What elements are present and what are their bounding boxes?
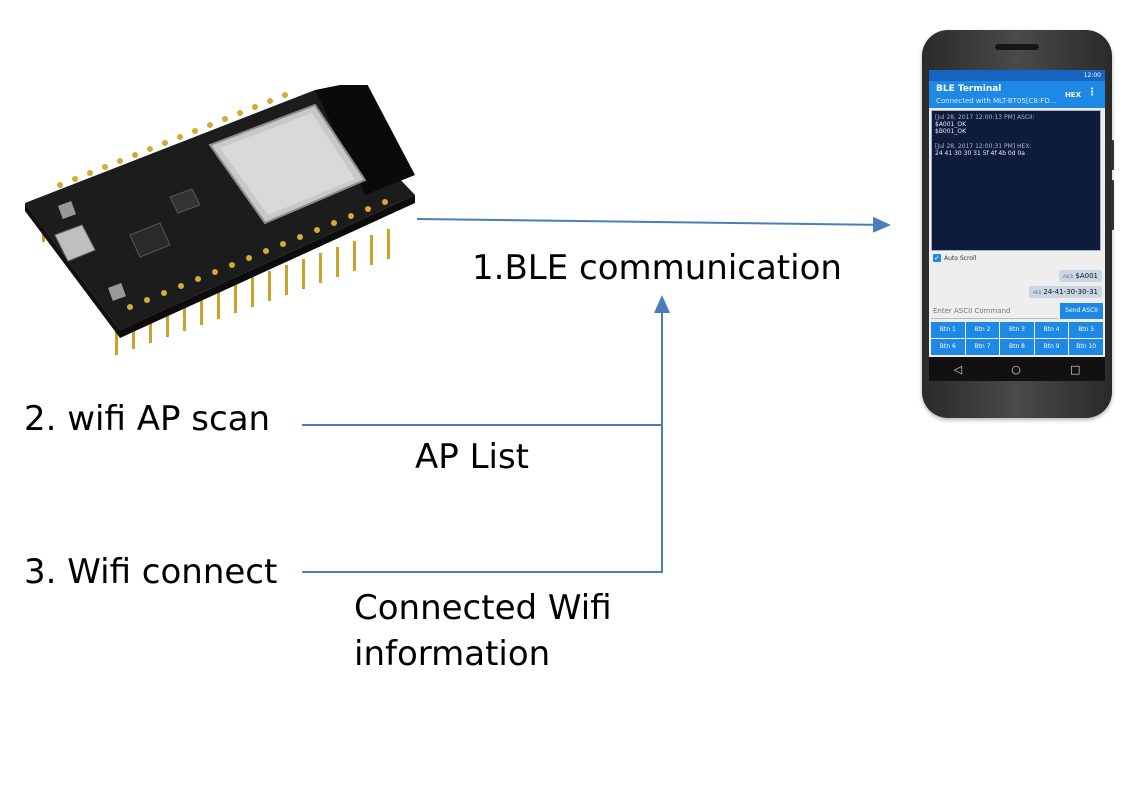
btn-10[interactable]: Btn 10 xyxy=(1069,339,1103,355)
wifi-connect-label: 3. Wifi connect xyxy=(24,552,278,592)
auto-scroll-label: Auto Scroll xyxy=(944,254,977,262)
phone-screen: 12:00 BLE Terminal Connected with MLT-BT… xyxy=(929,70,1105,381)
status-time: 12:00 xyxy=(1083,72,1101,79)
btn-6[interactable]: Btn 6 xyxy=(931,339,965,355)
connected-wifi-label-line1: Connected Wifi xyxy=(354,588,612,628)
btn-7[interactable]: Btn 7 xyxy=(965,339,1000,355)
message-type-tag: ASCII xyxy=(1062,274,1074,279)
app-bar: BLE Terminal Connected with MLT-BT05[C8:… xyxy=(929,81,1105,108)
power-key xyxy=(1111,140,1114,170)
message-type-tag: HEX xyxy=(1033,290,1042,295)
smartphone: 12:00 BLE Terminal Connected with MLT-BT… xyxy=(922,30,1114,418)
terminal-output: [Jul 28, 2017 12:00:13 PM] ASCII: $A001_… xyxy=(931,110,1101,251)
connected-wifi-label-line2: information xyxy=(354,634,551,674)
btn-2[interactable]: Btn 2 xyxy=(965,322,1000,338)
checkbox-checked-icon[interactable]: ✓ xyxy=(933,254,941,262)
more-vert-icon[interactable]: ⋮ xyxy=(1087,87,1097,98)
send-ascii-button[interactable]: Send ASCII xyxy=(1060,303,1103,319)
message-value: $A001 xyxy=(1075,272,1098,280)
command-row: Send ASCII xyxy=(931,303,1103,319)
home-icon[interactable]: ○ xyxy=(1011,362,1021,376)
btn-5[interactable]: Btn 5 xyxy=(1069,322,1103,338)
btn-1[interactable]: Btn 1 xyxy=(931,322,965,338)
feedback-line xyxy=(302,295,670,573)
terminal-line: $B001_OK xyxy=(935,128,967,135)
recents-icon[interactable]: □ xyxy=(1070,362,1081,376)
message-value: 24-41-30-30-31 xyxy=(1043,288,1098,296)
auto-scroll-toggle[interactable]: ✓ Auto Scroll xyxy=(933,254,976,262)
android-nav-bar: ◁ ○ □ xyxy=(929,357,1105,381)
back-icon[interactable]: ◁ xyxy=(953,362,963,376)
volume-key xyxy=(1111,180,1114,230)
btn-9[interactable]: Btn 9 xyxy=(1034,339,1069,355)
sent-message-bubble: ASCII$A001 xyxy=(1058,270,1102,282)
ble-arrow xyxy=(416,216,891,233)
app-title: BLE Terminal xyxy=(936,84,1002,94)
ap-list-label: AP List xyxy=(415,437,530,477)
terminal-line: $A001_OK xyxy=(935,121,967,128)
phone-speaker xyxy=(995,44,1039,50)
ble-communication-label: 1.BLE communication xyxy=(472,248,842,288)
terminal-entry-meta: [Jul 28, 2017 12:00:13 PM] ASCII: xyxy=(935,114,1035,121)
btn-4[interactable]: Btn 4 xyxy=(1034,322,1069,338)
esp32-board-image xyxy=(25,85,415,355)
ascii-command-input[interactable] xyxy=(931,303,1058,319)
status-bar: 12:00 xyxy=(929,70,1105,81)
terminal-line: 24 41 30 30 31 5f 4f 4b 0d 0a xyxy=(935,150,1025,157)
wifi-ap-scan-label: 2. wifi AP scan xyxy=(24,399,271,439)
terminal-entry-meta: [Jul 28, 2017 12:00:31 PM] HEX: xyxy=(935,143,1032,150)
button-grid: Btn 1 Btn 2 Btn 3 Btn 4 Btn 5 Btn 6 Btn … xyxy=(931,322,1103,355)
app-subtitle: Connected with MLT-BT05[C8:FD... xyxy=(936,97,1057,105)
btn-8[interactable]: Btn 8 xyxy=(1000,339,1034,355)
hex-action-button[interactable]: HEX xyxy=(1064,91,1081,99)
btn-3[interactable]: Btn 3 xyxy=(1000,322,1034,338)
